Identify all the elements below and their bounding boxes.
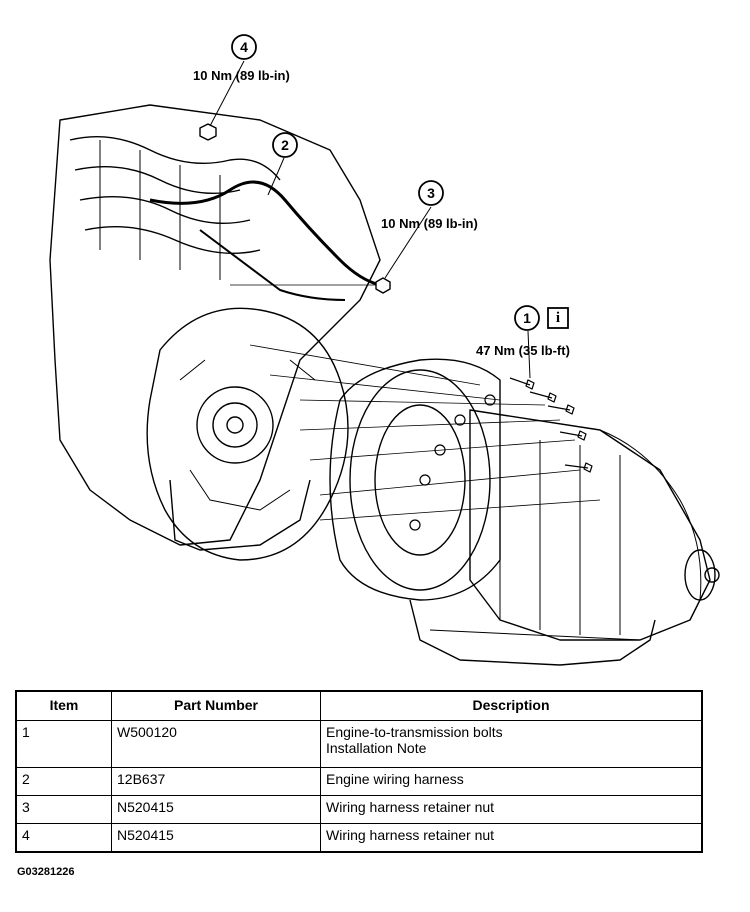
callout-circle (272, 132, 298, 158)
cell-description: Engine wiring harness (320, 767, 703, 796)
callout-3: 3 10 Nm (89 lb-in) (381, 180, 478, 231)
cell-part-number: N520415 (111, 823, 321, 853)
cell-description: Wiring harness retainer nut (320, 823, 703, 853)
callout-circle (514, 305, 540, 331)
transmission-oil-pan (409, 599, 656, 666)
column-header-part-number: Part Number (111, 690, 321, 721)
cell-description: Engine-to-transmission bolts Installatio… (320, 720, 703, 768)
output-shaft (684, 549, 716, 601)
cell-item: 1 (15, 720, 112, 768)
callout-torque: 10 Nm (89 lb-in) (193, 68, 290, 83)
info-box-icon: i (547, 307, 569, 329)
engine-to-transmission-bolts (409, 377, 593, 531)
callout-2: 2 (272, 132, 298, 158)
figure-reference-code: G03281226 (17, 866, 75, 878)
intake-manifold (69, 136, 281, 254)
info-glyph: i (556, 310, 560, 326)
engine-oil-pan (169, 479, 311, 551)
engine-rear-plate (146, 307, 349, 561)
column-header-description: Description (320, 690, 703, 721)
callout-circle (418, 180, 444, 206)
cell-item: 4 (15, 823, 112, 853)
column-header-item: Item (15, 690, 112, 721)
wiring-harness (149, 180, 381, 287)
engine-transmission-illustration: 4 10 Nm (89 lb-in) 2 3 10 Nm (89 lb-in) … (49, 34, 720, 666)
table-row: 3 N520415 Wiring harness retainer nut (15, 795, 703, 824)
cell-part-number: 12B637 (111, 767, 321, 796)
cell-item: 3 (15, 795, 112, 824)
callout-circle (231, 34, 257, 60)
table-row: 4 N520415 Wiring harness retainer nut (15, 823, 703, 853)
table-header-row: Item Part Number Description (15, 690, 703, 721)
cell-item: 2 (15, 767, 112, 796)
cell-description: Wiring harness retainer nut (320, 795, 703, 824)
callout-1: 1 i 47 Nm (35 lb-ft) (476, 305, 570, 358)
transmission-bell-housing (329, 358, 501, 601)
callout-4: 4 10 Nm (89 lb-in) (193, 34, 290, 83)
table-row: 1 W500120 Engine-to-transmission bolts I… (15, 720, 703, 768)
callout-number: 1 (523, 310, 531, 326)
engine-block (49, 104, 381, 546)
table-row: 2 12B637 Engine wiring harness (15, 767, 703, 796)
retainer-nut-item-4 (199, 123, 217, 141)
transmission-case (469, 409, 711, 641)
retainer-nut-item-3 (375, 277, 391, 294)
bolt-alignment-lines (230, 284, 601, 521)
callout-number: 2 (281, 137, 289, 153)
callout-number: 4 (240, 39, 248, 55)
callout-torque: 47 Nm (35 lb-ft) (476, 343, 570, 358)
description-line: Engine-to-transmission bolts (326, 724, 503, 740)
parts-table: Item Part Number Description 1 W500120 E… (15, 690, 703, 853)
installation-note-link[interactable]: Installation Note (326, 740, 427, 756)
callout-torque: 10 Nm (89 lb-in) (381, 216, 478, 231)
cell-part-number: W500120 (111, 720, 321, 768)
cell-part-number: N520415 (111, 795, 321, 824)
callout-number: 3 (427, 185, 435, 201)
